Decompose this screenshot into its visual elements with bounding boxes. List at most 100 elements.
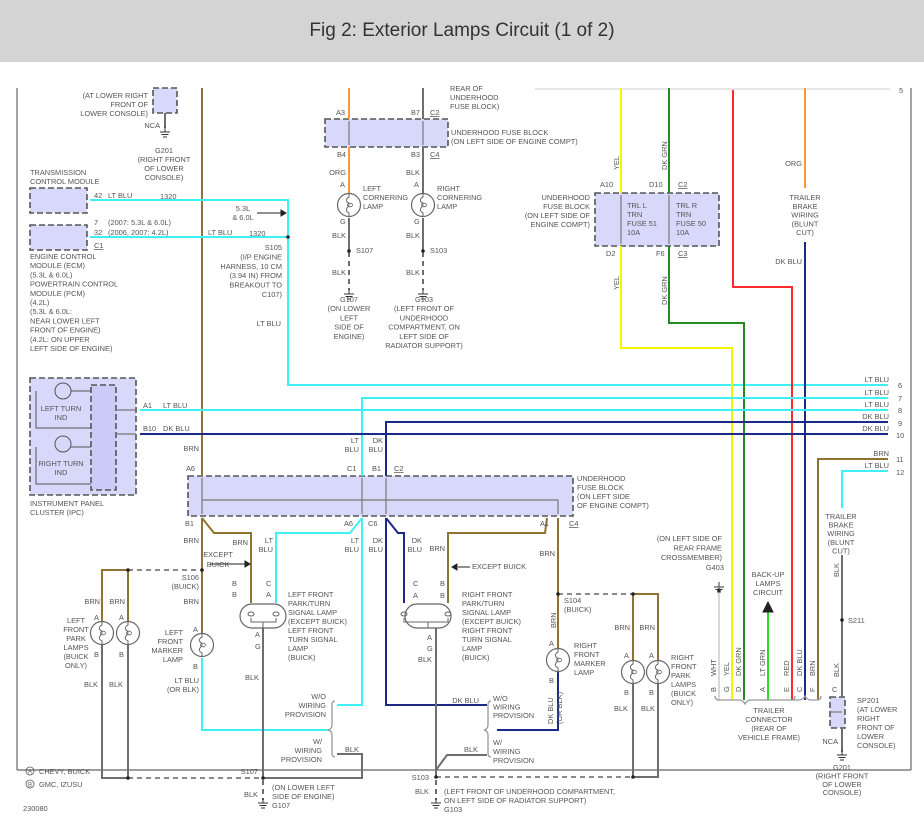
splice-dots bbox=[126, 235, 844, 780]
wire-line12 bbox=[841, 470, 888, 508]
g103-ground-icon bbox=[431, 798, 441, 809]
fb-main-c1: C1 bbox=[347, 464, 356, 473]
rfp-blk-2: BLK bbox=[641, 704, 655, 713]
lfm-brn: BRN bbox=[183, 597, 199, 606]
left-front-park-lamp-1-icon bbox=[89, 620, 115, 646]
except-buick-right: EXCEPT BUICK bbox=[472, 562, 526, 571]
fuse-block-main bbox=[187, 475, 574, 517]
tc-pin-g: G bbox=[722, 686, 731, 692]
tc-pin-f: F bbox=[808, 687, 817, 692]
lfm-wire-label: LT BLU(OR BLK) bbox=[167, 676, 199, 694]
right-front-park-lamp-1-icon bbox=[620, 659, 646, 685]
lc-blk-1: BLK bbox=[332, 231, 346, 240]
ecm-pin-7: 7 bbox=[94, 218, 98, 227]
grounds bbox=[160, 127, 847, 809]
lfp-blk-1: BLK bbox=[84, 680, 98, 689]
fuse-block-top bbox=[324, 118, 449, 148]
fuse-block-trailer bbox=[594, 192, 720, 247]
rc-blk-2: BLK bbox=[406, 268, 420, 277]
lfm-pin-b: B bbox=[193, 662, 198, 671]
right-turn-indicator-bulb-icon bbox=[54, 435, 72, 453]
left-provision-blk: BLK bbox=[345, 745, 359, 754]
rft-ground-a: A bbox=[427, 633, 432, 642]
figure-header: Fig 2: Exterior Lamps Circuit (1 of 2) bbox=[0, 0, 924, 62]
lfp-pin-b1: B bbox=[94, 650, 99, 659]
wire-blk-lfp1 bbox=[101, 645, 128, 779]
engine-note: 5.3L& 6.0L bbox=[232, 204, 253, 222]
fuse-block-internals bbox=[116, 121, 842, 713]
lfp-blk-2: BLK bbox=[109, 680, 123, 689]
lft-blk: BLK bbox=[245, 673, 259, 682]
left-cornering-lamp-icon bbox=[336, 192, 362, 218]
wire-blk-rw bbox=[435, 754, 487, 771]
pin-d10: D10 bbox=[649, 180, 663, 189]
connector-c2-trailer: C2 bbox=[678, 180, 687, 189]
left-front-park-lamp-2-icon bbox=[115, 620, 141, 646]
ipc-a1-wire: LT BLU bbox=[163, 401, 187, 410]
ipc-pin-b10: B10 bbox=[143, 424, 156, 433]
rft-pin-a-c: C bbox=[413, 579, 419, 588]
fb-main-a1: A1 bbox=[540, 519, 549, 528]
lfp-brn-1: BRN bbox=[84, 597, 100, 606]
tb2-blk-1: BLK bbox=[832, 563, 841, 577]
yel-wire-label: YEL bbox=[612, 276, 621, 290]
circuit-number-b: 1320 bbox=[249, 229, 265, 238]
left-front-marker-lamp-icon bbox=[189, 632, 215, 658]
s106-label: S106(BUICK) bbox=[171, 573, 199, 591]
yel-wire-label-top: YEL bbox=[612, 156, 621, 170]
rfm-brn: BRN bbox=[549, 612, 558, 628]
line-8-wire: LT BLU bbox=[865, 400, 889, 409]
fb-main-pin-a6-top: A6 bbox=[186, 464, 195, 473]
wire-ltblu-lfm bbox=[201, 658, 330, 731]
circuit-number-a: 1320 bbox=[160, 192, 176, 201]
lamps bbox=[89, 192, 671, 685]
right-cornering-wire: BLK bbox=[406, 168, 420, 177]
diagram-frame bbox=[16, 88, 912, 771]
g403-ground-icon bbox=[714, 582, 724, 593]
lft-pin-c: C bbox=[266, 579, 272, 588]
g103-top-ground-icon bbox=[418, 289, 428, 300]
rft-pin-b-a: A bbox=[413, 591, 418, 600]
lft-pin-a-b: B bbox=[232, 579, 237, 588]
wire-blk-lft bbox=[262, 628, 363, 779]
connector-c4: C4 bbox=[430, 150, 439, 159]
nca-top-label: NCA bbox=[144, 121, 160, 130]
lfp-pin-b2: B bbox=[119, 650, 124, 659]
rfm-pin-b: B bbox=[549, 676, 554, 685]
rfp-blk-1: BLK bbox=[614, 704, 628, 713]
lc-pin-g: G bbox=[340, 217, 346, 226]
rft-ground-g: G bbox=[427, 644, 433, 653]
tc-wht: WHT bbox=[709, 659, 718, 676]
line-12: 12 bbox=[896, 468, 904, 477]
line-7-wire: LT BLU bbox=[865, 388, 889, 397]
tc-red: RED bbox=[782, 660, 791, 676]
rf-brn: BRN bbox=[429, 544, 445, 553]
tcm-wire-color: LT BLU bbox=[108, 191, 132, 200]
pin-f6: F6 bbox=[656, 249, 665, 258]
brn-main-label: BRN bbox=[183, 444, 199, 453]
connector-c2: C2 bbox=[430, 108, 439, 117]
ecm-wire-color: LT BLU bbox=[208, 228, 232, 237]
g103-blk: BLK bbox=[415, 787, 429, 796]
s103-top: S103 bbox=[430, 246, 447, 255]
tc-pin-e: E bbox=[782, 687, 791, 692]
rfp-brn-1: BRN bbox=[614, 623, 630, 632]
ecm-box bbox=[29, 224, 88, 251]
g107-ground-icon bbox=[258, 798, 268, 809]
